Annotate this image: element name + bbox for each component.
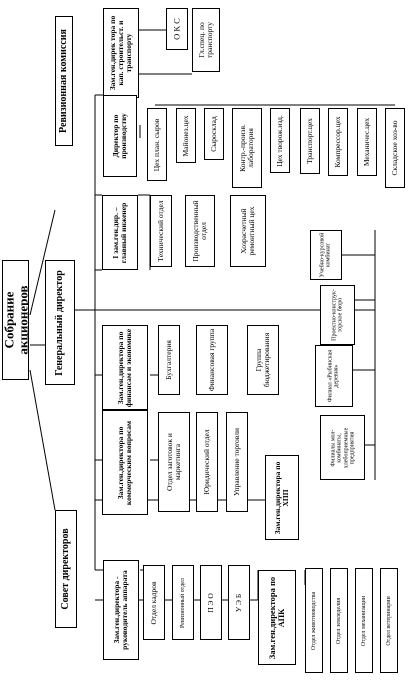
general-director-label: Генеральный директор (53, 269, 65, 376)
shareholders-meeting-box: Собрание акционеров (2, 260, 29, 380)
production-unit-label: Механичес.цех (362, 117, 372, 167)
finance-unit-3: Группа бюджетирования (247, 325, 279, 395)
admin-unit-label: У Э Б (234, 593, 244, 612)
deputy-commercial-box: Зам.ген.директора по коммерческим вопрос… (102, 410, 148, 515)
admin-unit-label: Ревизионный отдел (179, 577, 186, 628)
branch-label: Филиалы мол-комбинаты, хлебоприемные пре… (329, 427, 355, 468)
apk-unit-4: Отдел ветеринарии (380, 568, 398, 673)
apk-unit-3: Отдел механизации (355, 568, 373, 673)
commercial-unit-label: Отдел заготовок и маркетинга (165, 433, 182, 491)
production-unit-6: Транспорт.цех (300, 108, 320, 174)
production-unit-label: Складское хоз-во (390, 120, 400, 176)
branch-1: Учебно-курсовой комбинат (310, 230, 342, 280)
finance-unit-label: Группа бюджетирования (254, 332, 271, 388)
general-director-box: Генеральный директор (45, 260, 75, 385)
deputy-hpp-box: Зам.ген.директора по ХПП (265, 455, 299, 540)
deputy-hpp-label: Зам.ген.директора по ХПП (273, 461, 290, 534)
apk-unit-label: Отдел земледелия (335, 597, 342, 644)
production-unit-4: Контр.-произв. лаборатория (232, 108, 262, 188)
production-unit-label: Сыросклад (209, 116, 219, 152)
admin-unit-label: П Э О (206, 592, 216, 613)
production-unit-label: Компрессор.цех (333, 116, 343, 168)
commercial-unit-2: Юридический отдел (196, 412, 218, 512)
apk-unit-label: Отдел ветеринарии (385, 595, 392, 646)
deputy-capital-construction-label: Зам.ген.дирек тора по кап. строительст. … (108, 15, 133, 91)
admin-unit-label: Отдел кадров (149, 580, 159, 625)
finance-unit-2: Финансовая группа (196, 325, 228, 395)
commercial-unit-1: Отдел заготовок и маркетинга (158, 412, 190, 512)
admin-unit-2: Ревизионный отдел (172, 565, 194, 640)
deputy-admin-label: Зам.ген.директора - руководитель аппарат… (112, 570, 129, 650)
admin-unit-1: Отдел кадров (143, 565, 165, 640)
production-director-box: Директор по производству (103, 95, 137, 177)
production-unit-label: Цех творож.изд. (275, 114, 285, 167)
deputy-commercial-label: Зам.ген.директора по коммерческим вопрос… (116, 420, 133, 505)
production-unit-8: Механичес.цех (357, 108, 377, 176)
chief-engineer-label: I зам.ген.дир. – главный инженер (111, 202, 128, 263)
engineer-unit-3: Хозрасчетный ремонтный цех (230, 195, 266, 267)
finance-unit-1: Бухгалтерия (158, 325, 180, 395)
apk-unit-2: Отдел земледелия (330, 568, 348, 673)
chief-transport-specialist-label: Гл.спец. по транспорту (197, 21, 214, 59)
chief-engineer-box: I зам.ген.дир. – главный инженер (102, 195, 138, 270)
audit-commission-box: Ревизионная комиссия (55, 16, 73, 146)
audit-commission-label: Ревизионная комиссия (57, 29, 69, 133)
admin-unit-4: У Э Б (228, 565, 250, 640)
deputy-finance-label: Зам.ген.директора по финансам и экономик… (116, 328, 133, 407)
production-unit-2: Майонез.цех (176, 108, 196, 163)
deputy-apk-label: Зам.ген.директора по АПК (267, 576, 286, 659)
production-unit-3: Сыросклад (204, 108, 224, 160)
admin-unit-3: П Э О (200, 565, 222, 640)
engineer-unit-label: Производственный отдел (191, 200, 208, 262)
production-unit-label: Майонез.цех (181, 114, 191, 157)
production-unit-7: Компрессор.цех (328, 108, 348, 176)
commercial-unit-3: Управление торговли (226, 412, 248, 512)
shareholders-meeting-label: Собрание акционеров (2, 285, 29, 355)
deputy-apk-box: Зам.ген.директора по АПК (258, 570, 296, 665)
production-unit-label: Цех план. сыров (152, 118, 162, 171)
production-unit-1: Цех план. сыров (147, 108, 167, 181)
oks-box: О К С (166, 8, 188, 50)
engineer-unit-2: Производственный отдел (185, 195, 215, 267)
production-unit-5: Цех творож.изд. (270, 108, 290, 173)
oks-label: О К С (171, 18, 182, 40)
production-unit-label: Транспорт.цех (305, 118, 315, 164)
branch-3: Филиал «Рыбинская деревня» (315, 345, 353, 407)
commercial-unit-label: Управление торговли (232, 428, 242, 497)
engineer-unit-label: Технический отдел (156, 200, 166, 262)
apk-unit-1: Отдел животноводства (305, 568, 323, 673)
branch-label: Проектно-конструк-торское бюро (331, 289, 344, 341)
deputy-finance-box: Зам.ген.директора по финансам и экономик… (102, 325, 148, 410)
finance-unit-label: Финансовая группа (207, 328, 217, 392)
chief-transport-specialist-box: Гл.спец. по транспорту (192, 8, 220, 72)
finance-unit-label: Бухгалтерия (164, 340, 174, 380)
board-of-directors-box: Совет директоров (55, 510, 77, 628)
commercial-unit-label: Юридический отдел (202, 429, 212, 495)
production-director-label: Директор по производству (111, 113, 128, 159)
production-unit-label: Контр.-произв. лаборатория (238, 124, 255, 172)
branch-2: Проектно-конструк-торское бюро (320, 285, 355, 345)
deputy-admin-box: Зам.ген.директора - руководитель аппарат… (103, 560, 139, 660)
production-unit-9: Складское хоз-во (385, 108, 405, 188)
branch-label: Учебно-курсовой комбинат (319, 232, 332, 278)
board-of-directors-label: Совет директоров (59, 528, 71, 610)
branch-label: Филиал «Рыбинская деревня» (327, 349, 340, 403)
deputy-capital-construction-box: Зам.ген.дирек тора по кап. строительст. … (103, 8, 139, 98)
engineer-unit-1: Технический отдел (150, 195, 172, 267)
apk-unit-label: Отдел механизации (360, 595, 367, 646)
apk-unit-label: Отдел животноводства (310, 591, 317, 650)
branch-4: Филиалы мол-комбинаты, хлебоприемные пре… (320, 415, 365, 480)
engineer-unit-label: Хозрасчетный ремонтный цех (239, 206, 256, 256)
